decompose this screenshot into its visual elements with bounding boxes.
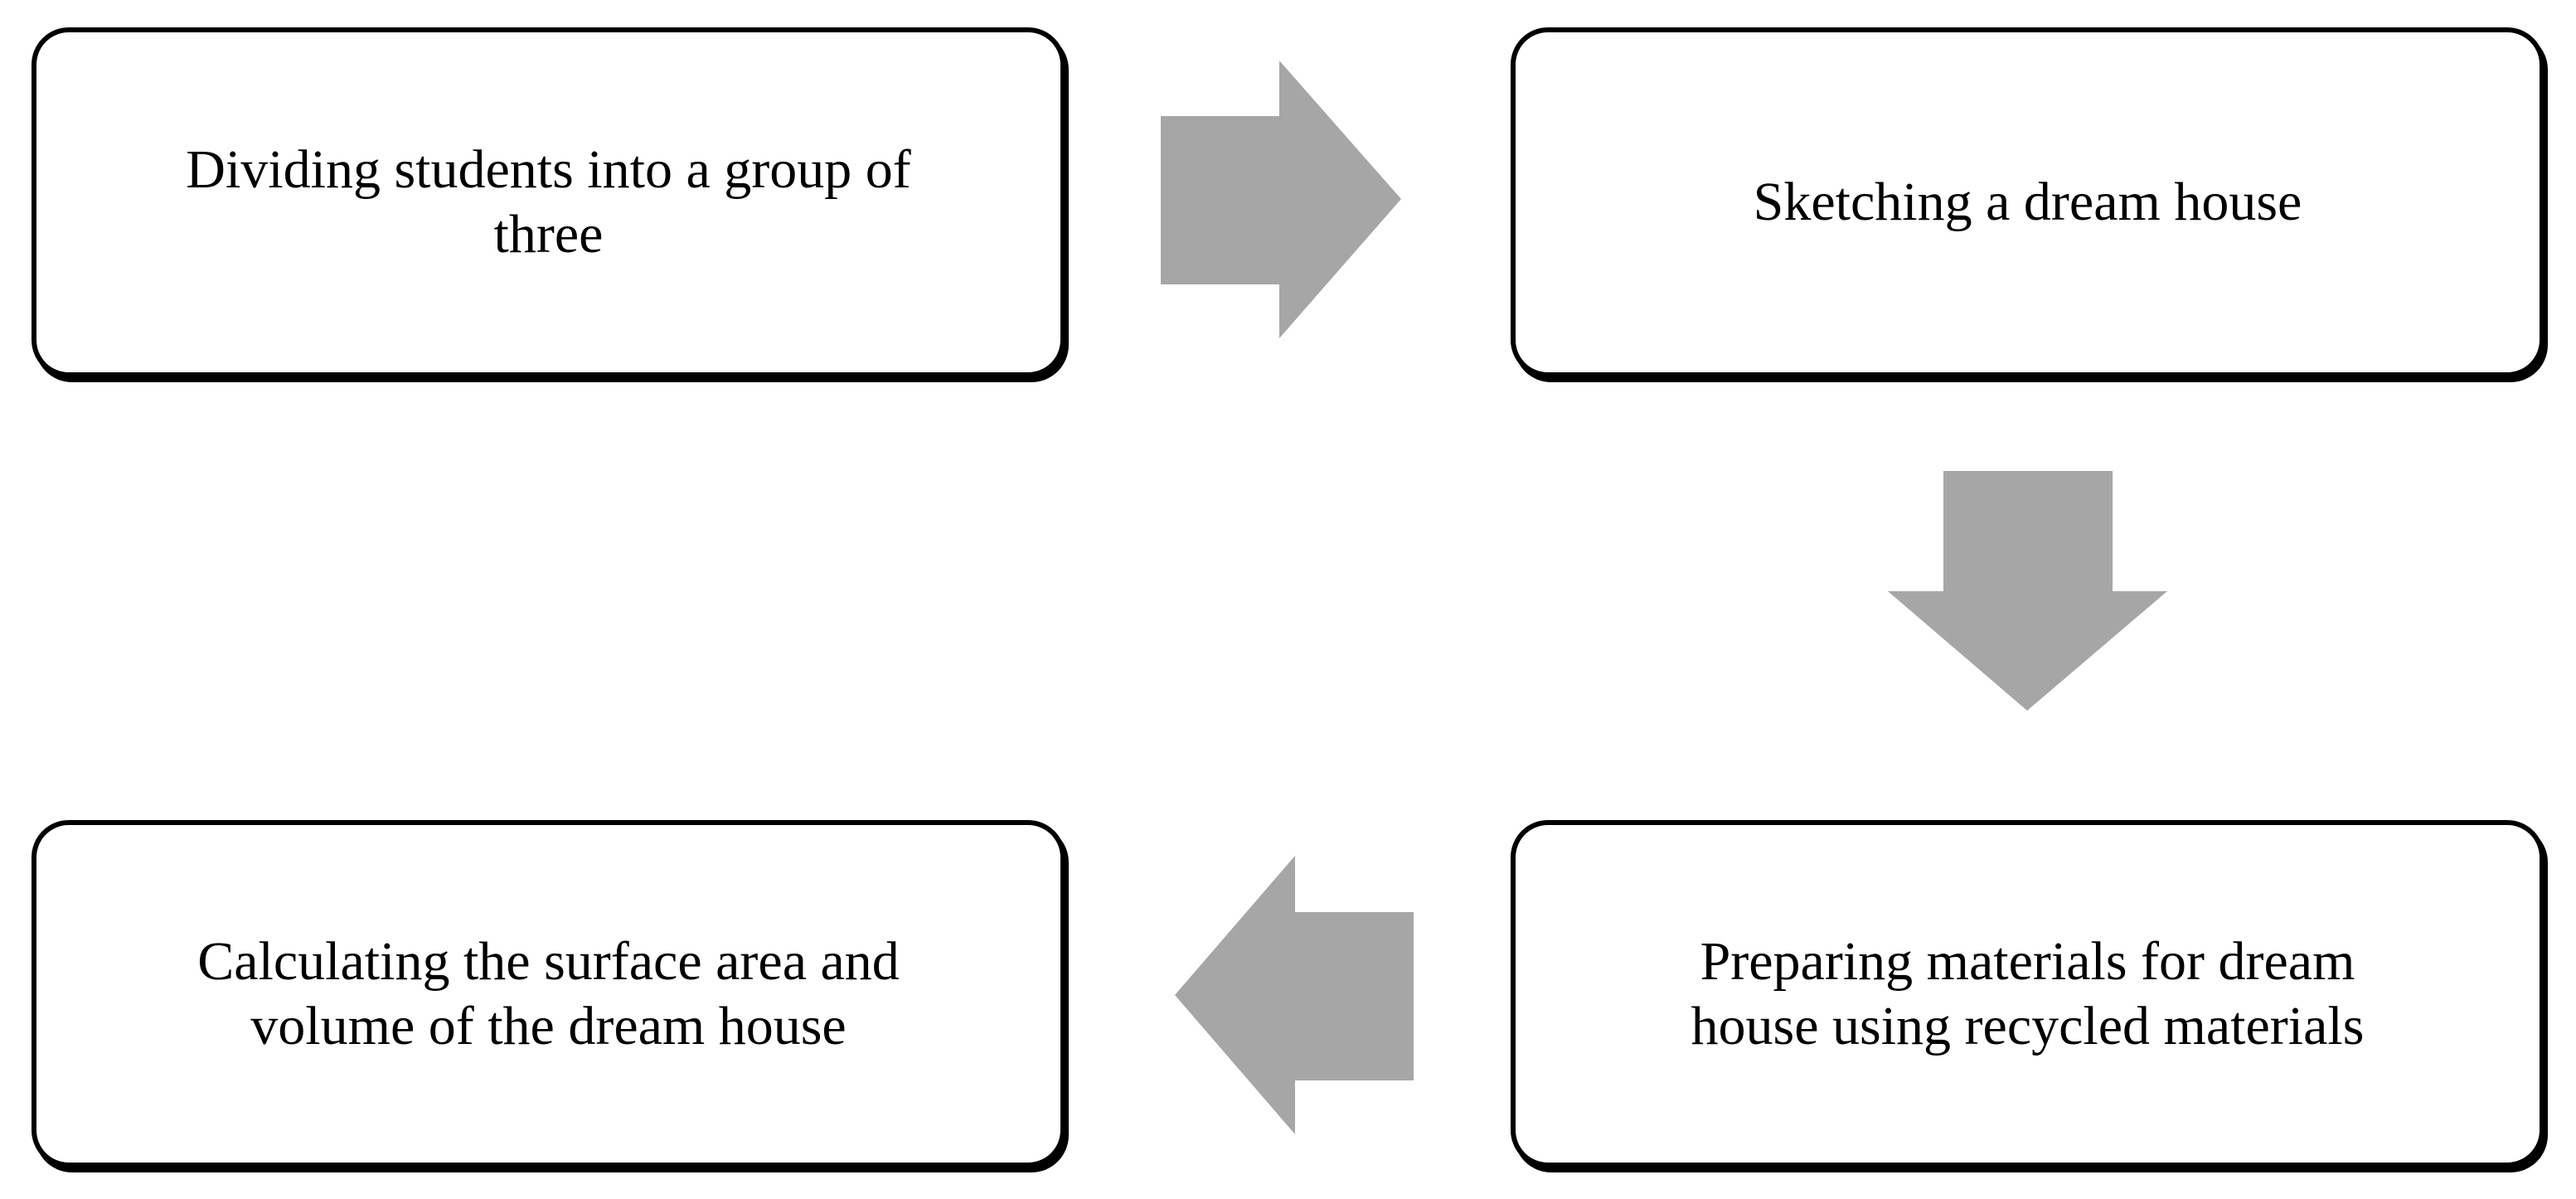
step-box-preparing-materials: Preparing materials for dream house usin… (1511, 820, 2544, 1167)
arrow-left-shape (1175, 856, 1414, 1134)
step-label-calculating-surface-area: Calculating the surface area and volume … (197, 930, 900, 1056)
step-label-preparing-materials: Preparing materials for dream house usin… (1691, 930, 2365, 1056)
arrow-down-icon (1888, 471, 2167, 711)
arrow-right-shape (1161, 61, 1401, 338)
arrow-down-shape (1888, 471, 2167, 711)
step-box-sketching-dream-house: Sketching a dream house (1511, 27, 2544, 377)
step-box-calculating-surface-area: Calculating the surface area and volume … (32, 820, 1065, 1167)
step-label-dividing-students: Dividing students into a group of three (186, 139, 911, 265)
arrow-right-icon (1161, 61, 1401, 338)
step-box-dividing-students: Dividing students into a group of three (32, 27, 1065, 377)
step-label-sketching-dream-house: Sketching a dream house (1753, 172, 2302, 233)
arrow-left-icon (1175, 856, 1414, 1134)
